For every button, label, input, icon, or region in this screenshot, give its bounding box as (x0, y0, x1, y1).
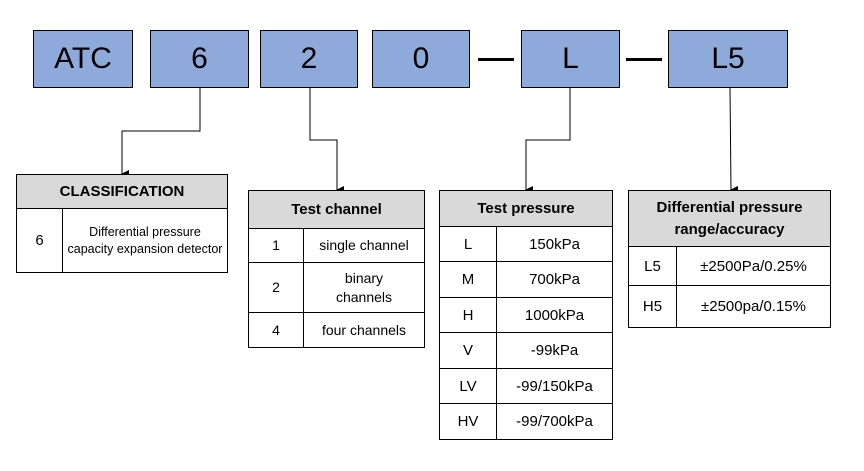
test-pressure-table: Test pressure L 150kPa M 700kPa H 1000kP… (438, 190, 614, 440)
pressure-value: 1000kPa (495, 297, 614, 333)
pressure-code: LV (439, 368, 497, 404)
classification-code: 6 (16, 208, 63, 273)
dash-separator-2 (626, 58, 662, 61)
pressure-code: V (439, 332, 497, 369)
table-row: 2 binary channels (248, 262, 425, 313)
table-row: L 150kPa (439, 226, 614, 262)
table-row: H5 ±2500pa/0.15% (628, 285, 831, 328)
pressure-range-header: Differential pressure range/accuracy (628, 190, 831, 247)
channel-code: 4 (248, 312, 304, 348)
channel-code: 2 (248, 262, 304, 313)
pressure-value: 150kPa (495, 226, 614, 262)
classification-header: CLASSIFICATION (16, 174, 228, 209)
pressure-value: 700kPa (495, 261, 614, 298)
range-code: H5 (628, 285, 677, 328)
test-channel-table: Test channel 1 single channel 2 binary c… (248, 190, 425, 348)
pressure-value: -99kPa (495, 332, 614, 369)
code-box-range: L5 (668, 30, 788, 88)
table-row: 6 Differential pressure capacity expansi… (16, 208, 228, 273)
connector-channel (309, 88, 344, 194)
table-row: LV -99/150kPa (439, 368, 614, 404)
channel-code: 1 (248, 228, 304, 263)
pressure-range-table: Differential pressure range/accuracy L5 … (628, 190, 831, 328)
test-channel-header: Test channel (248, 190, 425, 229)
test-pressure-header: Test pressure (438, 190, 614, 227)
pressure-code: H (439, 297, 497, 333)
table-row: V -99kPa (439, 332, 614, 369)
classification-table: CLASSIFICATION 6 Differential pressure c… (16, 174, 228, 273)
code-box-pressure: L (521, 30, 620, 88)
code-box-classification: 6 (150, 30, 249, 88)
classification-desc: Differential pressure capacity expansion… (62, 208, 228, 273)
connector-range (729, 87, 739, 194)
pressure-code: L (439, 226, 497, 262)
channel-desc: single channel (303, 228, 425, 263)
table-row: 1 single channel (248, 228, 425, 263)
table-row: L5 ±2500Pa/0.25% (628, 246, 831, 286)
range-value: ±2500pa/0.15% (676, 285, 831, 328)
range-code: L5 (628, 246, 677, 286)
code-box-series: ATC (33, 30, 133, 88)
pressure-value: -99/150kPa (495, 368, 614, 404)
pressure-code: HV (439, 403, 497, 440)
connector-classification (121, 88, 201, 178)
channel-desc: binary channels (303, 262, 425, 313)
channel-desc: four channels (303, 312, 425, 348)
table-row: M 700kPa (439, 261, 614, 298)
code-box-reserved: 0 (372, 30, 470, 88)
pressure-code: M (439, 261, 497, 298)
table-row: HV -99/700kPa (439, 403, 614, 440)
pressure-value: -99/700kPa (495, 403, 614, 440)
table-row: H 1000kPa (439, 297, 614, 333)
range-value: ±2500Pa/0.25% (676, 246, 831, 286)
dash-separator-1 (478, 58, 514, 61)
connector-pressure (525, 88, 571, 194)
table-row: 4 four channels (248, 312, 425, 348)
code-box-channel: 2 (260, 30, 358, 88)
